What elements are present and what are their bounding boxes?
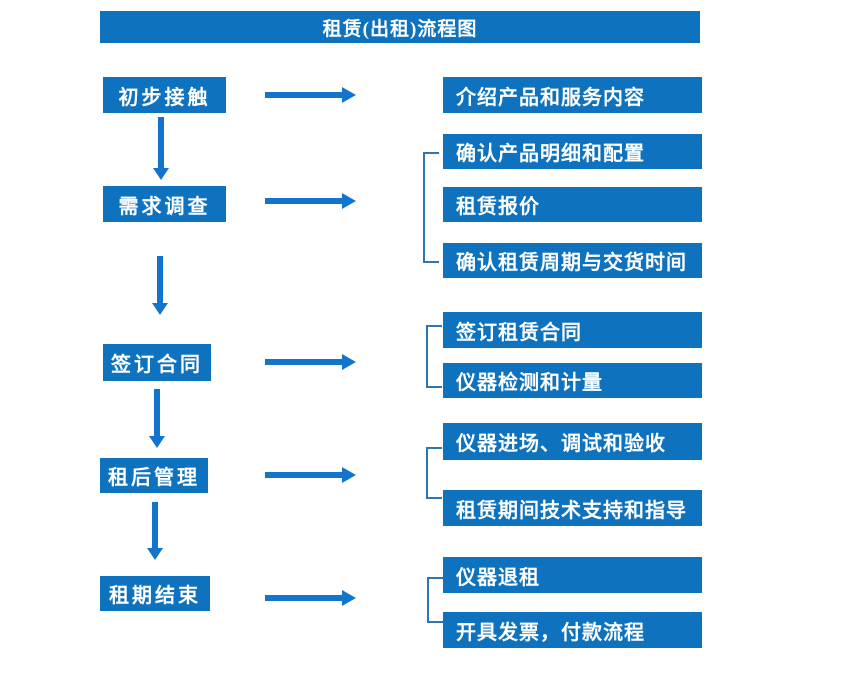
stage-label: 初步接触 [118, 86, 211, 109]
output-box-instrument-testing: 仪器检测和计量 [443, 363, 702, 398]
flow-arrow-5 [265, 590, 356, 606]
flow-arrow-4 [265, 467, 356, 483]
flow-arrow-1 [265, 87, 356, 103]
stage-box-demand-survey: 需求调查 [103, 186, 226, 222]
group-bracket-sign-contract [426, 325, 442, 388]
output-label: 仪器检测和计量 [456, 372, 603, 394]
stage-box-post-rental-management: 租后管理 [100, 458, 208, 493]
output-box-technical-support: 租赁期间技术支持和指导 [443, 490, 702, 526]
group-bracket-demand-survey [423, 152, 439, 263]
output-label: 仪器退租 [456, 566, 540, 589]
output-box-confirm-product-details: 确认产品明细和配置 [443, 134, 702, 169]
output-box-introduce-products: 介绍产品和服务内容 [443, 77, 702, 113]
chart-title-bar: 租赁(出租)流程图 [100, 11, 700, 43]
stage-label: 租期结束 [109, 585, 201, 607]
output-label: 租赁报价 [456, 196, 540, 218]
output-label: 签订租赁合同 [456, 321, 582, 344]
output-box-confirm-rental-period: 确认租赁周期与交货时间 [443, 243, 702, 278]
output-label: 确认租赁周期与交货时间 [456, 252, 687, 274]
output-box-invoice-payment: 开具发票，付款流程 [443, 612, 702, 648]
output-label: 介绍产品和服务内容 [456, 86, 645, 109]
output-box-rental-quote: 租赁报价 [443, 187, 702, 222]
down-arrow-1 [153, 117, 169, 180]
chart-title: 租赁(出租)流程图 [322, 18, 478, 40]
flow-arrow-3 [265, 354, 356, 370]
output-label: 仪器进场、调试和验收 [456, 433, 666, 455]
down-arrow-3 [149, 389, 165, 448]
output-box-instrument-return: 仪器退租 [443, 557, 702, 593]
down-arrow-2 [152, 256, 168, 315]
output-label: 确认产品明细和配置 [456, 143, 645, 165]
stage-label: 签订合同 [111, 354, 203, 376]
stage-label: 租后管理 [108, 467, 200, 489]
stage-box-rental-end: 租期结束 [100, 576, 210, 611]
output-box-instrument-entry-debug: 仪器进场、调试和验收 [443, 423, 702, 460]
output-box-sign-rental-contract: 签订租赁合同 [443, 312, 702, 348]
stage-box-sign-contract: 签订合同 [103, 344, 211, 381]
group-bracket-post-rental [426, 447, 442, 499]
flow-arrow-2 [265, 193, 356, 209]
stage-box-initial-contact: 初步接触 [103, 77, 226, 113]
down-arrow-4 [147, 502, 163, 560]
group-bracket-rental-end [427, 577, 443, 623]
output-label: 租赁期间技术支持和指导 [456, 499, 687, 522]
output-label: 开具发票，付款流程 [456, 621, 645, 644]
stage-label: 需求调查 [118, 195, 211, 218]
